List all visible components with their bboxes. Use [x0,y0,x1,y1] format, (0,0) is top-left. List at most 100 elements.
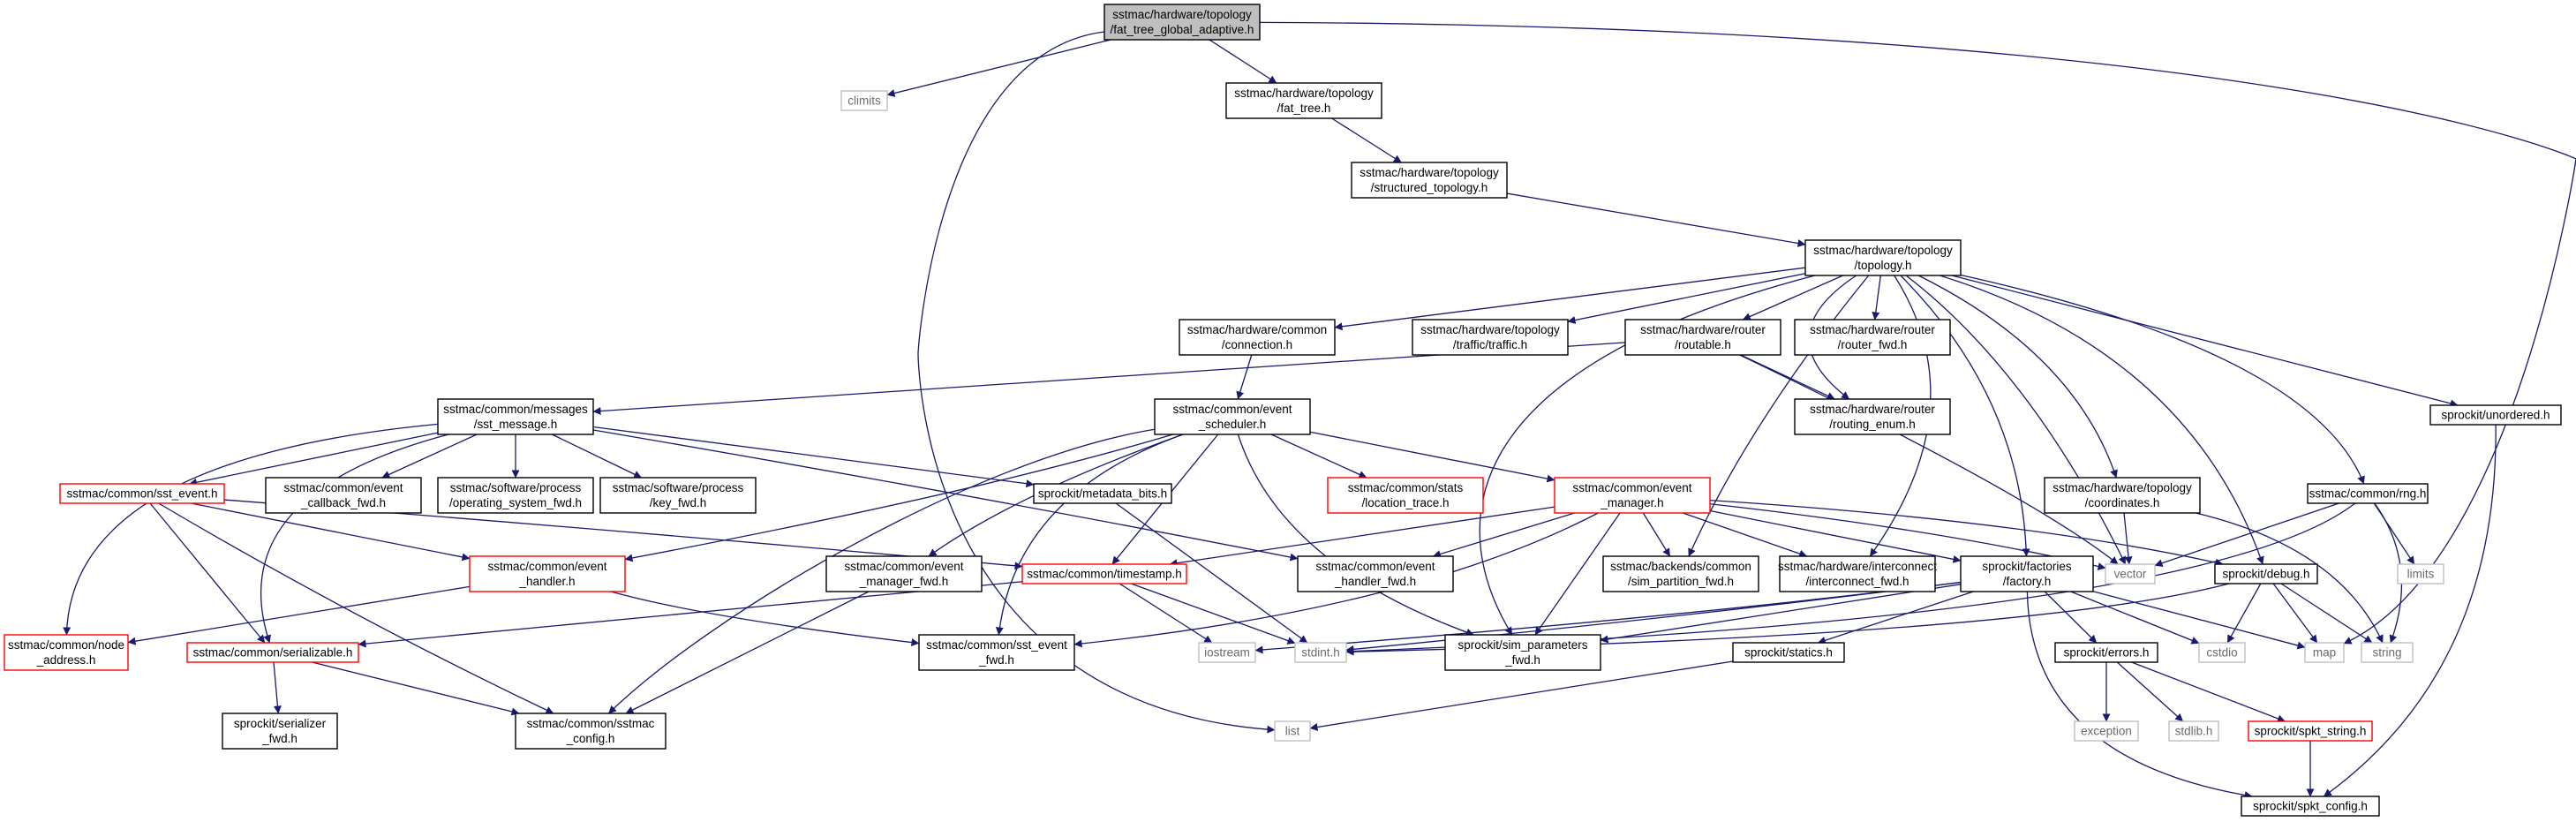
node-label-string-0: string [2372,646,2401,660]
node-label-routable-1: /routable.h [1675,338,1731,351]
edge-coordinates-to-string [2196,512,2384,644]
node-serializer_fwd[interactable]: sprockit/serializer_fwd.h [222,713,338,750]
node-structured_topology[interactable]: sstmac/hardware/topology/structured_topo… [1351,162,1508,199]
node-label-event_callback_fwd-0: sstmac/common/event [283,481,403,494]
node-factory[interactable]: sprockit/factories/factory.h [1960,555,2094,592]
node-box-structured_topology [1351,162,1508,199]
node-label-event_manager-0: sstmac/common/event [1572,481,1691,494]
node-box-unordered [2429,404,2562,426]
node-box-fat_tree [1225,82,1382,119]
node-box-key_fwd [599,477,757,514]
node-serializable[interactable]: sstmac/common/serializable.h [186,642,359,663]
node-key_fwd[interactable]: sstmac/software/process/key_fwd.h [599,477,757,514]
node-label-sst_event-0: sstmac/common/sst_event.h [66,487,217,501]
node-box-cstdio [2198,642,2246,663]
node-event_scheduler[interactable]: sstmac/common/event_scheduler.h [1154,398,1311,435]
node-label-topology-0: sstmac/hardware/topology [1813,244,1953,257]
node-box-root [1103,4,1261,41]
node-box-exception [2074,720,2139,742]
node-topology[interactable]: sstmac/hardware/topology/topology.h [1804,239,1962,276]
node-label-structured_topology-0: sstmac/hardware/topology [1360,166,1499,179]
edge-debug-to-map [2272,583,2318,644]
node-event_manager_fwd[interactable]: sstmac/common/event_manager_fwd.h [825,555,983,592]
node-metadata_bits[interactable]: sprockit/metadata_bits.h [1033,483,1172,504]
dependency-edges [63,21,2576,800]
node-routable[interactable]: sstmac/hardware/router/routable.h [1624,319,1781,356]
node-label-exception-0: exception [2081,725,2132,738]
node-timestamp[interactable]: sstmac/common/timestamp.h [1021,563,1187,584]
node-label-topology-1: /topology.h [1854,259,1911,272]
node-label-node_address-0: sstmac/common/node [8,638,124,652]
node-box-debug [2214,563,2318,584]
node-coordinates[interactable]: sstmac/hardware/topology/coordinates.h [2044,477,2201,514]
edge-topology-to-debug [1940,275,2264,565]
edge-event_manager-to-timestamp [1169,506,1555,568]
edge-topology-to-unordered [1951,275,2459,408]
node-interconnect_fwd[interactable]: sstmac/hardware/interconnect/interconnec… [1778,555,1937,592]
node-router_fwd[interactable]: sstmac/hardware/router/router_fwd.h [1794,319,1951,356]
node-box-event_handler [469,555,626,592]
node-connection[interactable]: sstmac/hardware/common/connection.h [1179,319,1336,356]
edge-sst_message-to-sst_event [189,432,439,486]
node-label-limits-0: limits [2407,568,2435,581]
node-label-operating_system_fwd-0: sstmac/software/process [450,481,582,494]
node-spkt_string[interactable]: sprockit/spkt_string.h [2248,720,2373,742]
edge-connection-to-event_scheduler [1236,354,1253,400]
node-cstdio: cstdio [2198,642,2246,663]
node-sstmac_config[interactable]: sstmac/common/sstmac_config.h [515,713,667,750]
node-box-string [2361,642,2414,663]
node-label-sim_parameters_fwd-0: sprockit/sim_parameters [1457,638,1587,652]
node-sim_parameters_fwd[interactable]: sprockit/sim_parameters_fwd.h [1444,634,1601,671]
node-box-errors [2054,642,2158,663]
node-location_trace[interactable]: sstmac/common/stats/location_trace.h [1327,477,1484,514]
node-box-statics [1732,642,1845,663]
node-label-connection-0: sstmac/hardware/common [1187,323,1327,336]
node-box-connection [1179,319,1336,356]
node-box-topology [1804,239,1962,276]
node-label-interconnect_fwd-1: /interconnect_fwd.h [1805,575,1909,588]
node-sim_partition_fwd[interactable]: sstmac/backends/common/sim_partition_fwd… [1602,555,1759,592]
node-routing_enum[interactable]: sstmac/hardware/router/routing_enum.h [1794,398,1951,435]
edge-sst_message-to-metadata_bits [592,426,1035,488]
edge-unordered-to-spkt_config [2323,424,2497,797]
node-label-event_manager-1: _manager.h [1600,496,1663,509]
node-sst_event_fwd[interactable]: sstmac/common/sst_event_fwd.h [918,634,1075,671]
node-label-fat_tree-0: sstmac/hardware/topology [1234,87,1374,100]
node-statics[interactable]: sprockit/statics.h [1732,642,1845,663]
node-box-limits [2397,563,2444,584]
edge-factory-to-spkt_config [2026,591,2253,800]
node-box-sstmac_config [515,713,667,750]
node-traffic[interactable]: sstmac/hardware/topology/traffic/traffic… [1412,319,1569,356]
node-event_handler_fwd[interactable]: sstmac/common/event_handler_fwd.h [1297,555,1454,592]
node-node_address[interactable]: sstmac/common/node_address.h [4,634,129,671]
edge-debug-to-cstdio [2226,583,2262,644]
node-box-event_handler_fwd [1297,555,1454,592]
node-root[interactable]: sstmac/hardware/topology/fat_tree_global… [1103,4,1261,41]
edge-event_manager-to-event_handler_fwd [1432,512,1575,558]
edge-factory-to-map [2092,591,2306,650]
node-label-node_address-1: _address.h [36,653,96,667]
node-fat_tree[interactable]: sstmac/hardware/topology/fat_tree.h [1225,82,1382,119]
node-rng[interactable]: sstmac/common/rng.h [2307,483,2429,504]
node-operating_system_fwd[interactable]: sstmac/software/process/operating_system… [437,477,594,514]
node-sst_message[interactable]: sstmac/common/messages/sst_message.h [437,398,594,435]
node-box-list [1274,720,1311,742]
edge-metadata_bits-to-stdint [1115,502,1308,644]
node-box-event_scheduler [1154,398,1311,435]
node-debug[interactable]: sprockit/debug.h [2214,563,2318,584]
node-label-map-0: map [2313,646,2336,660]
node-box-vector [2105,563,2156,584]
node-spkt_config[interactable]: sprockit/spkt_config.h [2241,796,2380,817]
node-errors[interactable]: sprockit/errors.h [2054,642,2158,663]
node-label-statics-0: sprockit/statics.h [1744,646,1833,660]
node-label-event_manager_fwd-1: _manager_fwd.h [859,575,949,588]
node-event_manager[interactable]: sstmac/common/event _manager.h [1554,477,1711,514]
edge-sst_event-to-serializable [149,502,266,644]
node-label-routing_enum-0: sstmac/hardware/router [1810,403,1935,416]
node-event_callback_fwd[interactable]: sstmac/common/event_callback_fwd.h [265,477,422,514]
node-sst_event[interactable]: sstmac/common/sst_event.h [59,483,225,504]
node-unordered[interactable]: sprockit/unordered.h [2429,404,2562,426]
node-label-sst_message-0: sstmac/common/messages [443,403,588,416]
node-event_handler[interactable]: sstmac/common/event_handler.h [469,555,626,592]
node-label-fat_tree-1: /fat_tree.h [1277,102,1331,115]
